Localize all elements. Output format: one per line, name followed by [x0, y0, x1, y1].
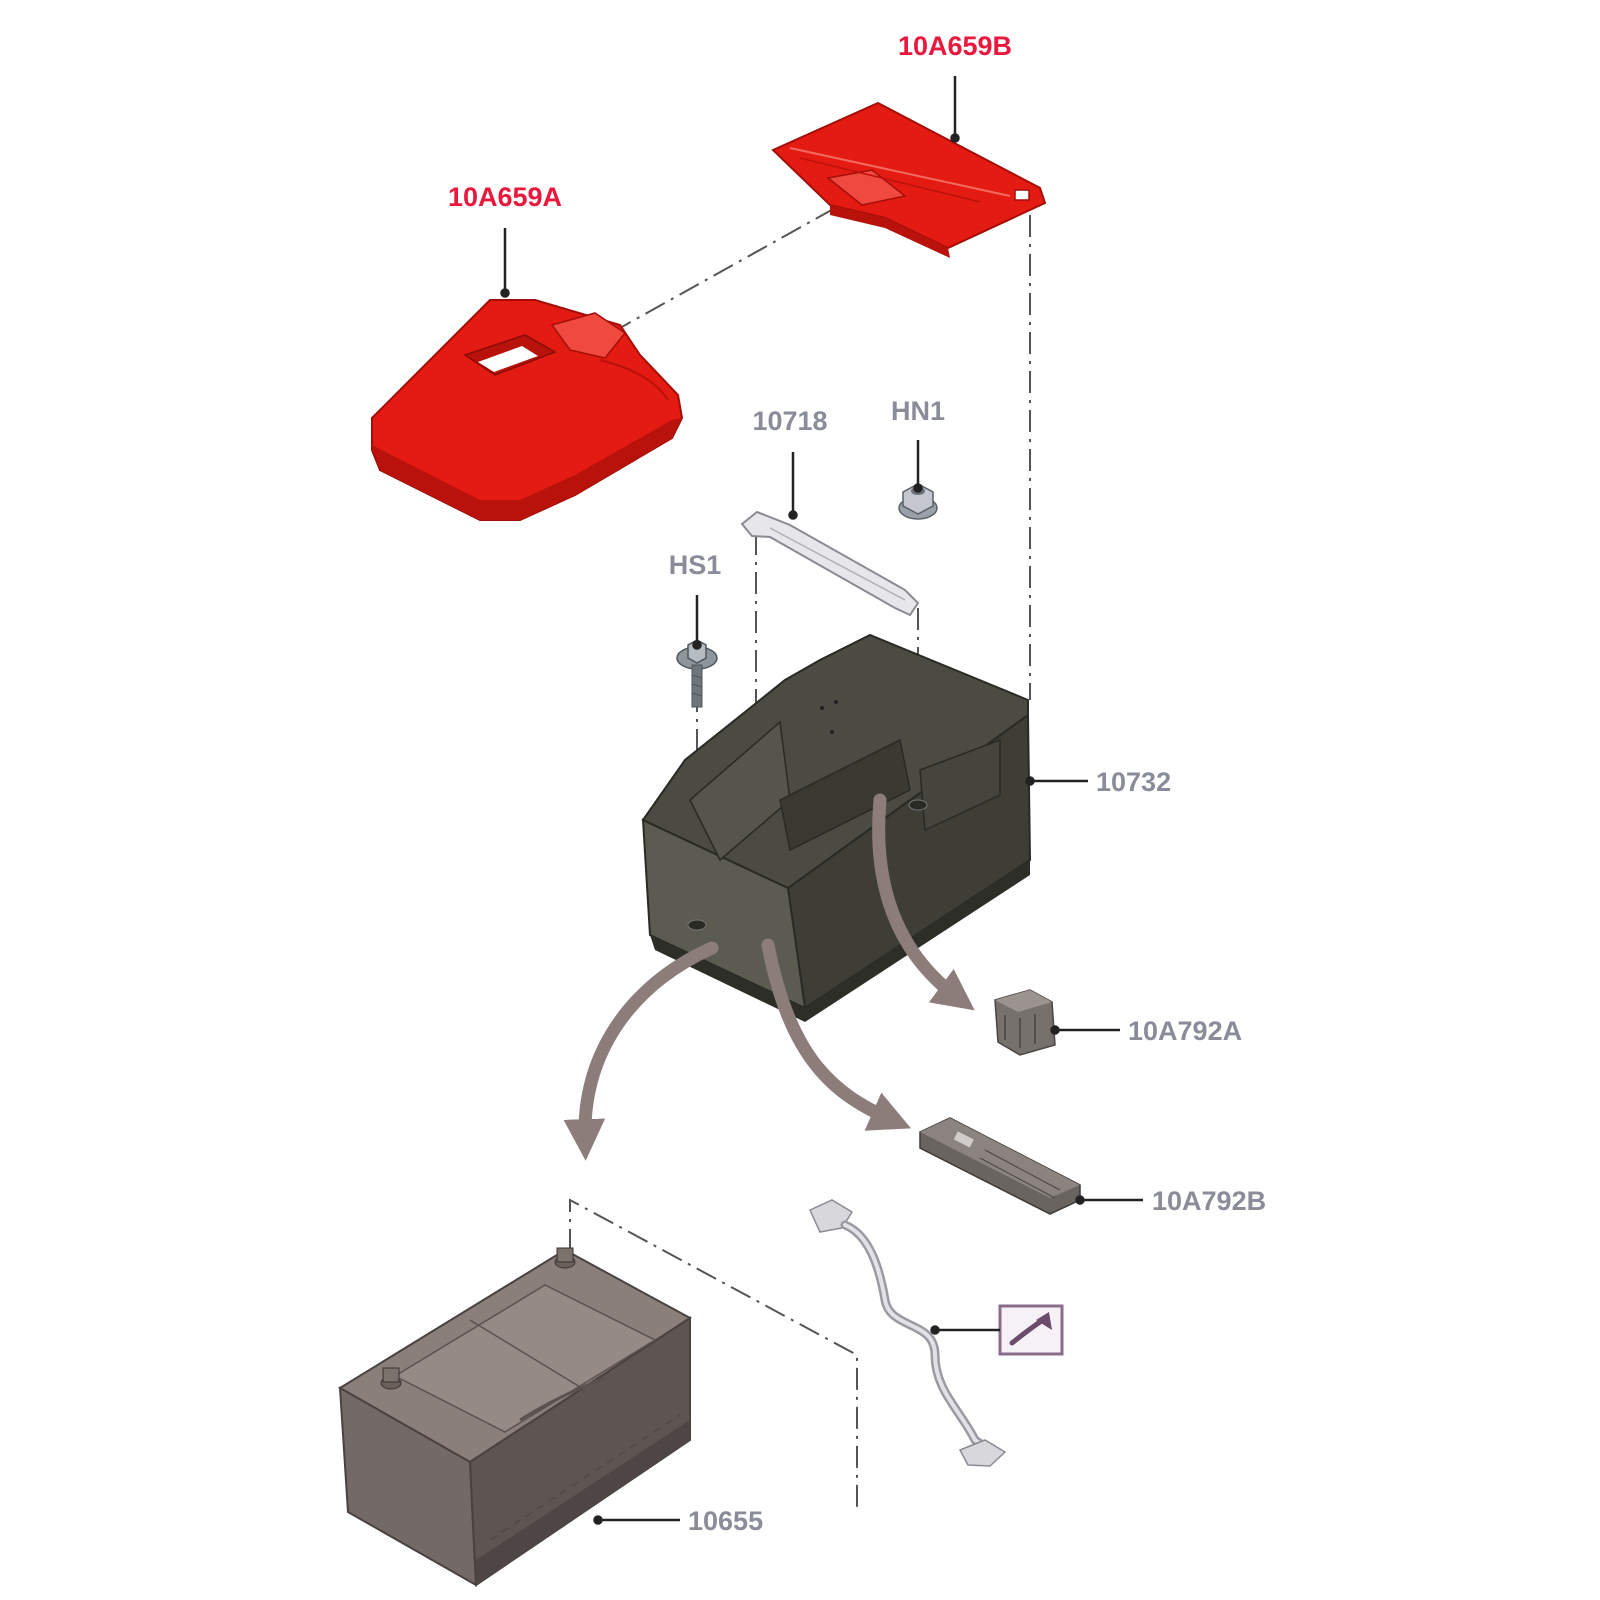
bolt-hs1[interactable]: [676, 639, 718, 708]
cover-10a659b[interactable]: [771, 101, 1047, 258]
pad-10a792b[interactable]: [919, 1117, 1081, 1215]
arrow-tray-to-pad-a: [872, 793, 975, 1011]
guide-battery-to-cable: [569, 1198, 858, 1510]
tray-10732[interactable]: [641, 633, 1032, 1022]
battery-10655[interactable]: [338, 1247, 692, 1587]
label-battery: 10655: [688, 1506, 763, 1536]
label-pad-b: 10A792B: [1152, 1186, 1266, 1216]
label-bolt: HS1: [669, 550, 722, 580]
label-nut: HN1: [891, 396, 945, 426]
battery-cable[interactable]: [809, 1199, 1007, 1467]
label-cover-a: 10A659A: [448, 182, 562, 212]
pad-10a792a[interactable]: [994, 989, 1056, 1056]
clamp-10718[interactable]: [740, 510, 920, 617]
link-arrow-icon[interactable]: [998, 1304, 1064, 1356]
guide-cover-b-to-cover-a: [619, 207, 836, 329]
arrow-tray-to-battery: [563, 941, 719, 1161]
label-clamp: 10718: [752, 406, 827, 436]
cover-10a659a[interactable]: [371, 299, 684, 521]
label-pad-a: 10A792A: [1128, 1016, 1242, 1046]
label-tray: 10732: [1096, 767, 1171, 797]
leader-lines: [500, 76, 1143, 1525]
arrow-tray-to-pad-b: [761, 938, 912, 1131]
explode-arrows: [563, 793, 975, 1161]
label-cover-b: 10A659B: [898, 31, 1012, 61]
part-labels: 10A659B 10A659A 10718 HN1 HS1 10732 10A7…: [448, 31, 1266, 1536]
